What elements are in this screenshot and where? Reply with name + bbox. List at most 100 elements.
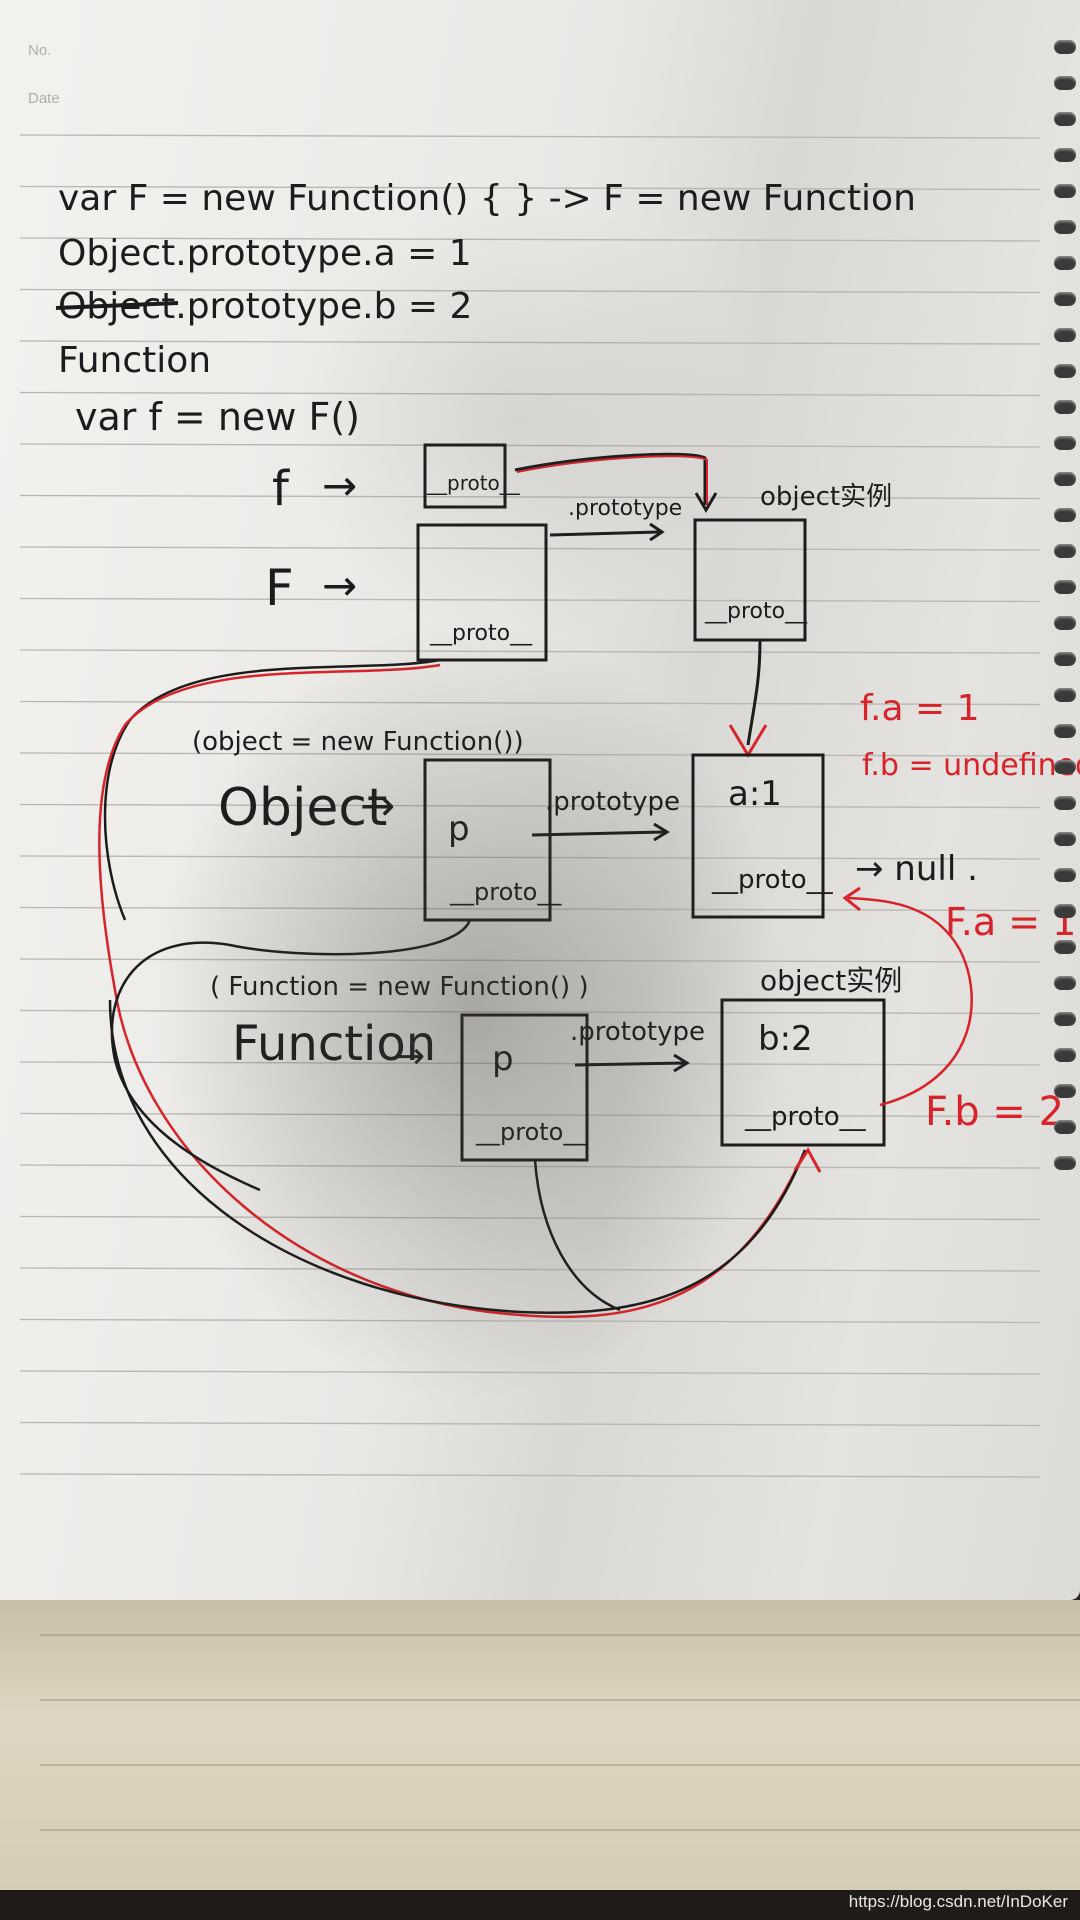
binding-ring [1054,616,1076,630]
ruled-line [19,1061,1041,1066]
binding-ring [1054,508,1076,522]
binding-ring [1054,472,1076,486]
binding-ring [1054,364,1076,378]
object-instance-1-proto: __proto__ [704,599,808,624]
binding-ring [1054,1048,1076,1062]
ruled-line [19,700,1041,706]
Function-proto: __proto__ [475,1118,588,1146]
result-fb: f.b = undefined [862,748,1080,783]
f-proto: __proto__ [426,471,521,495]
f-proto-link [514,452,707,505]
ruled-line [19,649,1041,654]
object-instance-label-1: object实例 [760,482,892,512]
binding-ring [1054,544,1076,558]
object-prototype-proto: __proto__ [711,865,834,895]
result-fa: f.a = 1 [860,688,980,729]
binding-ring [1054,1120,1076,1134]
binding-ring [1054,796,1076,810]
b-value: b:2 [758,1019,813,1059]
ruled-line [19,340,1041,345]
binding-ring [1054,328,1076,342]
F-proto-red-chain [98,663,807,1319]
binding-ring [1054,760,1076,774]
binding-ring [1054,904,1076,918]
binding-ring [1054,436,1076,450]
label-Object: Object [218,778,387,838]
ruled-line [19,391,1041,397]
ruled-line [19,288,1041,294]
result-Fb: F.b = 2 [925,1089,1064,1135]
ruled-line [19,1473,1041,1478]
label-f: f [272,461,290,517]
watermark: https://blog.csdn.net/InDoKer [848,1892,1068,1911]
ruled-line [19,1009,1041,1015]
lower-notebook-page [0,1600,1080,1890]
binding-ring [1054,940,1076,954]
binding-ring [1054,724,1076,738]
code-line-5: var f = new F() [75,395,360,439]
code-line-4: Function [58,340,211,381]
arrow-Function: → [395,1036,425,1077]
ruled-line [19,546,1041,551]
ruled-line [19,494,1041,500]
object-note: (object = new Function()) [192,727,524,757]
ruled-line [19,1267,1041,1272]
F-box [416,523,548,662]
binding-ring [1054,1156,1076,1170]
ruled-line [19,1370,1041,1375]
ruled-line [19,803,1041,809]
binding-ring [1054,976,1076,990]
function-note: ( Function = new Function() ) [210,972,589,1002]
Function-prototype-label: .prototype [570,1017,705,1047]
label-F: F [265,559,294,617]
null-label: → null . [855,849,978,889]
F-proto: __proto__ [429,621,533,646]
ruled-line [19,855,1041,860]
Function-proto-curve [533,1159,621,1312]
ruled-line [19,752,1041,757]
function-prototype-box [720,998,886,1147]
ruled-line [19,1164,1041,1169]
binding-ring [1054,256,1076,270]
Object-proto-curve [110,919,472,1192]
code-line-2: Object.prototype.a = 1 [58,233,472,274]
binding-ring [1054,832,1076,846]
Function-prototype-arrow [574,1061,686,1067]
ruled-line [19,1318,1041,1324]
binding-ring [1054,184,1076,198]
arrow-Object: → [360,781,395,830]
binding-ring [1054,1012,1076,1026]
ruled-line [19,958,1041,963]
function-prototype-to-object-prototype [847,896,973,1107]
ruled-line [19,1112,1041,1118]
a-value: a:1 [728,774,782,814]
ruled-line [19,906,1041,912]
function-prototype-proto: __proto__ [744,1102,867,1132]
object-prototype-box [691,753,825,919]
ruled-line [19,1421,1041,1427]
diagram-canvas: var F = new Function() { } -> F = new Fu… [19,134,1080,1478]
binding-ring [1054,40,1076,54]
ruled-lines [19,134,1041,1478]
ruled-line [19,134,1041,139]
chain-to-function-prototype [108,999,807,1314]
strike-through [55,301,179,310]
label-Function: Function [232,1016,436,1072]
binding-ring [1054,148,1076,162]
Function-box [460,1013,589,1162]
binding-ring [1054,292,1076,306]
binding-ring [1054,868,1076,882]
binding-ring [1054,220,1076,234]
ruled-line [19,185,1041,191]
lower-page-lines [40,1634,1080,1831]
ruled-line [19,237,1041,242]
ruled-line [19,1215,1041,1221]
binding-ring [1054,76,1076,90]
Object-box [423,758,552,922]
arrow-F: → [322,561,357,610]
object-instance-box-1 [693,518,807,642]
binding-ring [1054,652,1076,666]
Function-p: p [492,1039,514,1079]
ruled-line [19,443,1041,448]
arrow-f: → [322,461,357,510]
